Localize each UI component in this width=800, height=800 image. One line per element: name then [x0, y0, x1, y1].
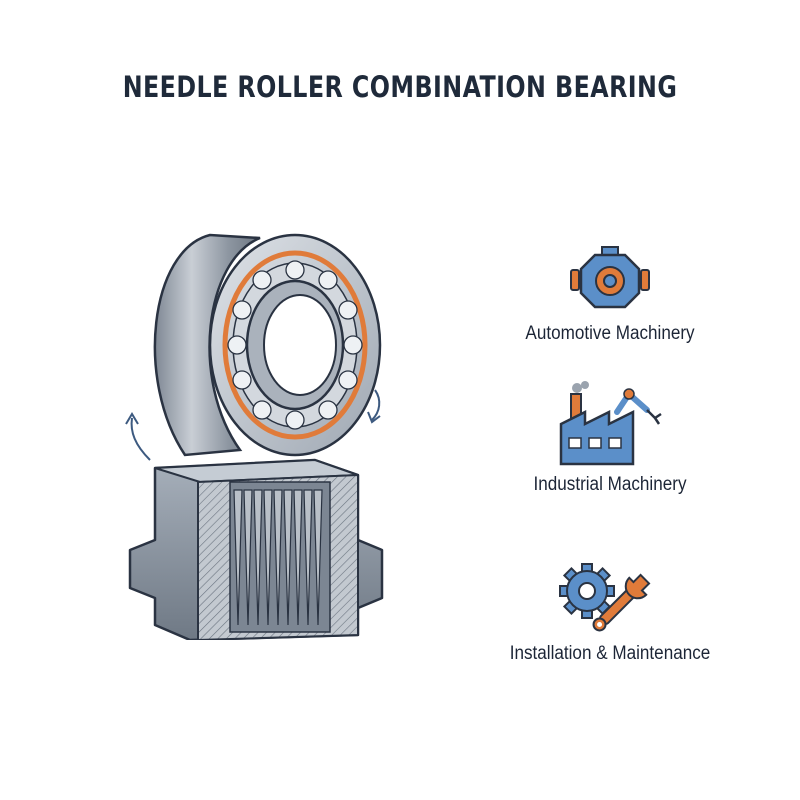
gear-wrench-icon: [559, 563, 651, 632]
application-label: Installation & Maintenance: [509, 643, 711, 664]
page-title: NEEDLE ROLLER COMBINATION BEARING: [122, 70, 678, 104]
factory-robot-arm-icon: [559, 381, 662, 466]
application-label: Automotive Machinery: [525, 323, 695, 344]
application-maintenance: Installation & Maintenance: [490, 555, 730, 665]
application-label: Industrial Machinery: [533, 474, 687, 495]
engine-gear-icon: [570, 246, 650, 309]
application-automotive: Automotive Machinery: [490, 245, 730, 345]
application-industrial: Industrial Machinery: [490, 380, 730, 496]
bearing-illustration: [125, 233, 384, 640]
housing-block: [128, 458, 384, 640]
bearing-ring: [153, 233, 382, 457]
rotation-arrow-icon: [125, 389, 381, 461]
